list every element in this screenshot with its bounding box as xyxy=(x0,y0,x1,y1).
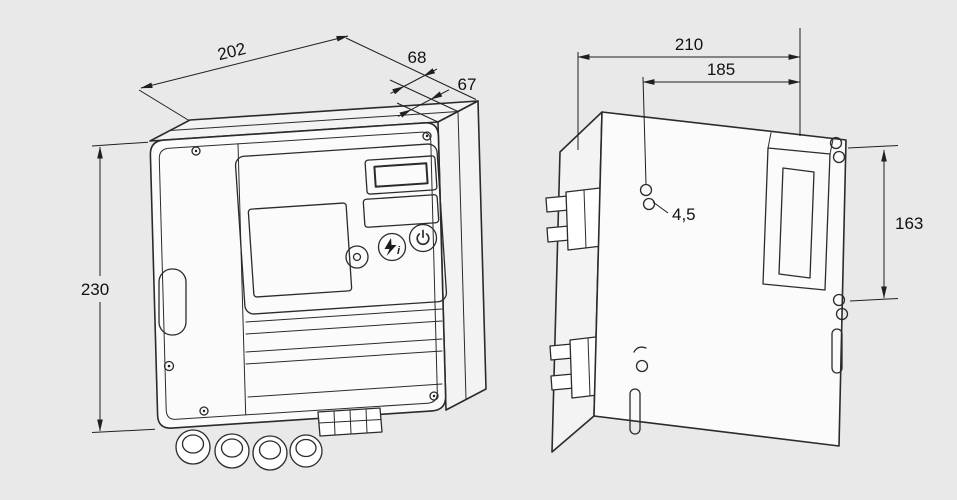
nameplate xyxy=(362,194,440,228)
front-face xyxy=(149,122,447,429)
door-ridges xyxy=(245,308,443,398)
dim-overall-width: 210 xyxy=(577,28,801,150)
display-screen xyxy=(373,162,429,188)
control-panel: i xyxy=(234,143,448,315)
front-view-dimensions: 230 202 68 67 xyxy=(74,35,477,433)
svg-text:i: i xyxy=(397,245,401,257)
dim-height: 230 xyxy=(74,141,156,433)
dim-housing-depth: 68 xyxy=(389,48,459,112)
dim-door-depth-label: 67 xyxy=(458,75,477,94)
mounting-clip-top xyxy=(545,187,603,251)
cable-glands xyxy=(175,429,323,471)
dim-mounting-height-label: 163 xyxy=(895,214,923,233)
strip-screw xyxy=(163,360,175,372)
cutouts xyxy=(629,328,843,435)
rear-view xyxy=(545,111,849,453)
dim-width-label: 202 xyxy=(216,39,248,64)
door-split-line xyxy=(237,143,247,416)
corner-screws xyxy=(191,131,439,416)
dim-mounting-width: 185 xyxy=(642,60,801,185)
dim-housing-depth-label: 68 xyxy=(408,48,427,67)
sight-glass xyxy=(158,268,187,336)
power-button-icon xyxy=(408,223,438,253)
mounting-holes xyxy=(639,136,849,321)
dim-overall-width-label: 210 xyxy=(675,35,703,54)
rear-view-dimensions: 210 185 4,5 163 xyxy=(577,28,923,302)
display-window xyxy=(364,155,438,195)
door-inset-outline xyxy=(158,131,438,420)
dim-height-label: 230 xyxy=(81,280,109,299)
rear-back-face xyxy=(593,111,847,447)
dim-hole-diameter-label: 4,5 xyxy=(672,205,696,224)
dim-hole-diameter: 4,5 xyxy=(652,201,696,224)
status-led-icon xyxy=(345,245,369,269)
terminal-block xyxy=(317,407,383,437)
dim-mounting-height: 163 xyxy=(847,145,923,302)
split-line-side xyxy=(457,111,467,400)
dim-door-depth: 67 xyxy=(396,75,477,123)
front-view: i xyxy=(149,100,487,471)
reset-info-button-icon: i xyxy=(377,232,407,262)
dim-mounting-width-label: 185 xyxy=(707,60,735,79)
main-display xyxy=(247,202,353,298)
panel-outline xyxy=(234,143,448,315)
